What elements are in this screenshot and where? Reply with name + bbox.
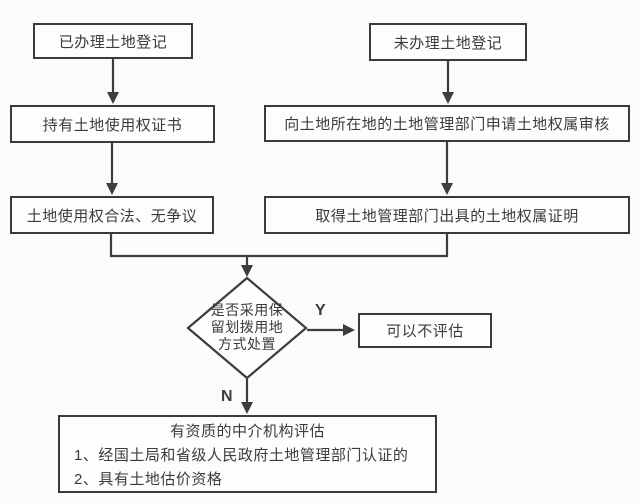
decision-diamond [186, 276, 308, 380]
node-qualified-agency-evaluation: 有资质的中介机构评估 1、经国土局和省级人民政府土地管理部门认证的 2、具有土地… [58, 415, 437, 493]
decision-text: 是否采用保 留划拨用地 方式处置 [189, 302, 305, 353]
decision-text-line: 方式处置 [218, 336, 276, 352]
merge-connector [109, 233, 449, 258]
label-no: N [221, 388, 233, 405]
node-no-evaluation-needed: 可以不评估 [358, 313, 492, 348]
node-hold-certificate: 持有土地使用权证书 [10, 105, 215, 143]
node-registered: 已办理土地登记 [33, 23, 193, 59]
result-item-2: 2、具有土地估价资格 [74, 471, 223, 488]
decision-text-line: 是否采用保 [210, 302, 284, 318]
node-obtain-proof: 取得土地管理部门出具的土地权属证明 [264, 196, 630, 234]
result-title: 有资质的中介机构评估 [169, 423, 325, 440]
decision-text-line: 留划拨用地 [210, 319, 284, 335]
label-yes: Y [315, 302, 326, 319]
result-item-1: 1、经国土局和省级人民政府土地管理部门认证的 [74, 447, 409, 464]
node-legal-no-dispute: 土地使用权合法、无争议 [10, 196, 214, 234]
node-unregistered: 未办理土地登记 [369, 23, 527, 61]
node-apply-review: 向土地所在地的土地管理部门申请土地权属审核 [264, 105, 630, 142]
